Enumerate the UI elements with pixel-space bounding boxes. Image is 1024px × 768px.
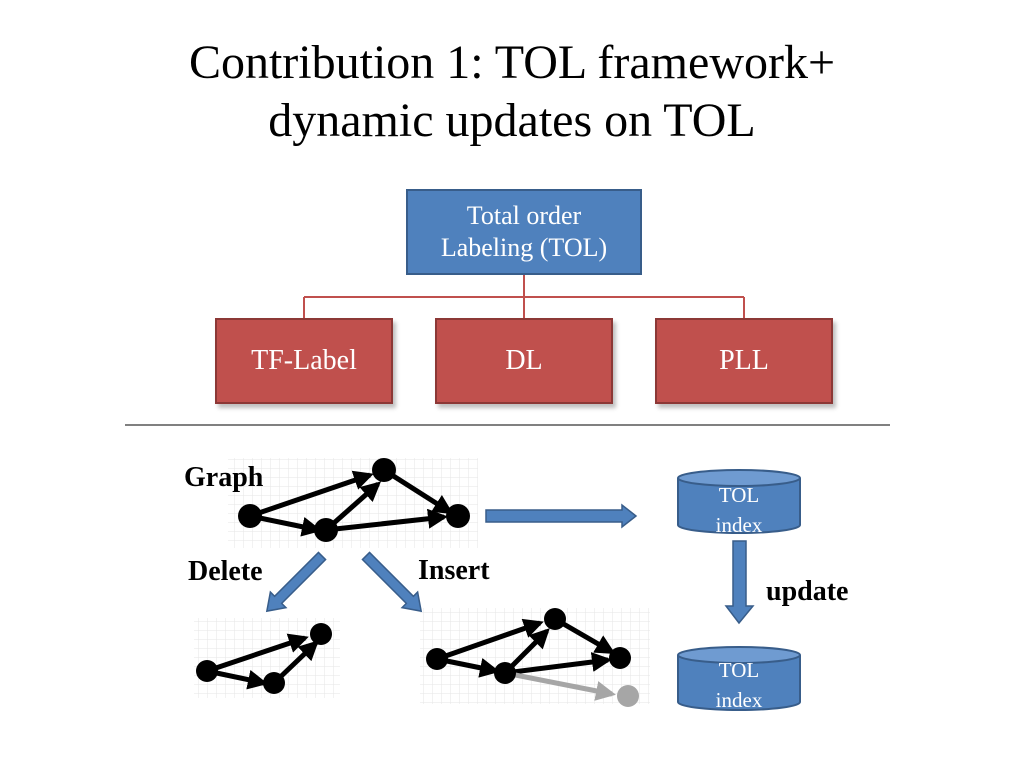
title-line-1: Contribution 1: TOL framework+ (188, 36, 836, 89)
dl-box: DL (435, 318, 613, 404)
graph-node (609, 647, 631, 669)
delete-arrow (265, 551, 327, 613)
title-line-2: dynamic updates on TOL (268, 94, 756, 147)
tol-index-top-text: TOL index (677, 480, 801, 540)
update-arrow (724, 540, 755, 625)
hierarchy-connectors (303, 275, 745, 318)
inserted-node (617, 685, 639, 707)
inserted-edge (504, 670, 616, 701)
pll-text: PLL (719, 345, 769, 376)
deleted-graph (196, 623, 332, 694)
graph-node (494, 662, 516, 684)
tol-index-top-line-1: TOL (718, 483, 760, 507)
slide-title: Contribution 1: TOL framework+ dynamic u… (0, 34, 1024, 150)
tol-index-bottom-line-2: index (715, 688, 763, 712)
pll-box: PLL (655, 318, 833, 404)
graph-node (372, 458, 396, 482)
graph-node (446, 504, 470, 528)
main-graph (238, 458, 470, 542)
tol-root-line-1: Total order (466, 201, 582, 230)
update-label: update (766, 576, 849, 607)
tol-index-top-line-2: index (715, 513, 763, 537)
tol-root-line-2: Labeling (TOL) (440, 233, 608, 262)
graph-node (426, 648, 448, 670)
tol-index-bottom-line-1: TOL (718, 658, 760, 682)
tol-index-bottom-text: TOL index (677, 655, 801, 715)
graph-node (544, 608, 566, 630)
dl-text: DL (505, 345, 543, 376)
tol-index-bottom-cylinder (677, 646, 801, 711)
graph-label: Graph (184, 462, 264, 493)
tf-label-text: TF-Label (251, 345, 357, 376)
tol-root-box: Total order Labeling (TOL) (406, 189, 642, 275)
tf-label-box: TF-Label (215, 318, 393, 404)
inserted-graph (426, 608, 639, 707)
insert-arrow (361, 551, 423, 613)
build-index-arrow (485, 503, 638, 529)
graph-node (196, 660, 218, 682)
graph-node (314, 518, 338, 542)
graph-node (238, 504, 262, 528)
graph-node (263, 672, 285, 694)
delete-label: Delete (188, 556, 263, 587)
graph-node (310, 623, 332, 645)
insert-label: Insert (418, 555, 490, 586)
tol-index-top-cylinder (677, 469, 801, 534)
